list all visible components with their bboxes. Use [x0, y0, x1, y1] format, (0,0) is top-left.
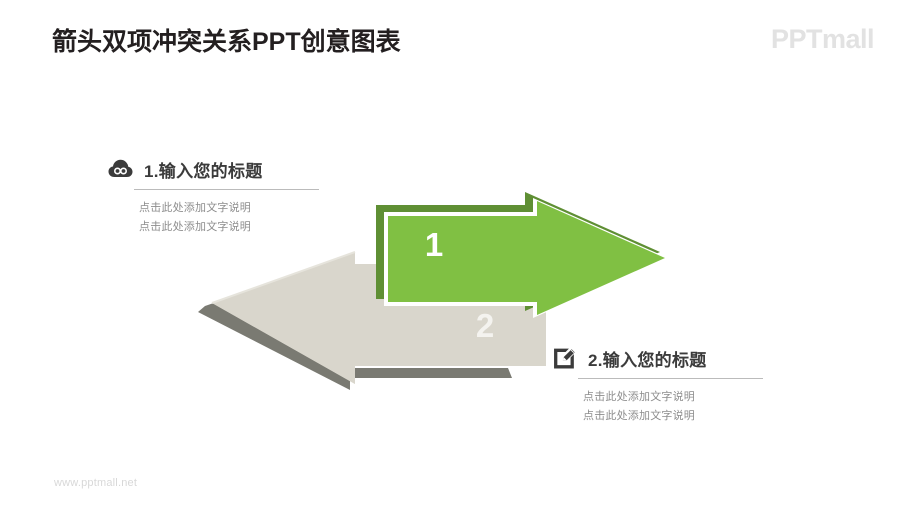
gray-arrow-shadow	[198, 256, 512, 390]
cloud-infinity-icon	[108, 159, 133, 177]
brand-logo: PPTmall	[770, 24, 875, 55]
content-block-1-divider	[134, 189, 319, 190]
brand-logo-lower: mall	[821, 24, 875, 54]
content-block-1-header: 1.输入您的标题	[108, 156, 368, 182]
content-block-2-header: 2.输入您的标题	[552, 345, 812, 371]
content-block-2-line-1: 点击此处添加文字说明	[583, 391, 695, 403]
green-arrow-side	[376, 192, 660, 311]
edit-square-icon	[554, 348, 575, 369]
gray-arrow-number: 2	[476, 307, 494, 344]
gray-left-arrow[interactable]: 2	[198, 251, 546, 390]
content-block-2-divider	[578, 378, 763, 379]
content-block-2: 2.输入您的标题 点击此处添加文字说明 点击此处添加文字说明	[552, 345, 812, 426]
green-arrow-face	[388, 201, 665, 315]
content-block-2-body: 点击此处添加文字说明 点击此处添加文字说明	[583, 388, 812, 426]
gray-arrow-body	[352, 265, 546, 366]
green-arrow-outline	[384, 198, 668, 318]
content-block-1: 1.输入您的标题 点击此处添加文字说明 点击此处添加文字说明	[108, 156, 368, 237]
content-block-2-title: 2.输入您的标题	[588, 350, 707, 370]
green-right-arrow[interactable]: 1	[376, 192, 668, 318]
footer-url: www.pptmall.net	[54, 477, 138, 489]
content-block-1-body: 点击此处添加文字说明 点击此处添加文字说明	[139, 199, 368, 237]
gray-arrow-face	[212, 252, 546, 384]
content-block-1-title: 1.输入您的标题	[144, 161, 263, 181]
gray-arrow-head	[212, 252, 355, 384]
page-title: 箭头双项冲突关系PPT创意图表	[52, 28, 401, 56]
brand-logo-upper: PPT	[770, 24, 823, 54]
content-block-1-line-2: 点击此处添加文字说明	[139, 221, 251, 233]
green-arrow-number: 1	[425, 226, 443, 263]
content-block-1-line-1: 点击此处添加文字说明	[139, 202, 251, 214]
content-block-2-line-2: 点击此处添加文字说明	[583, 410, 695, 422]
gray-arrow-highlight	[211, 251, 356, 304]
